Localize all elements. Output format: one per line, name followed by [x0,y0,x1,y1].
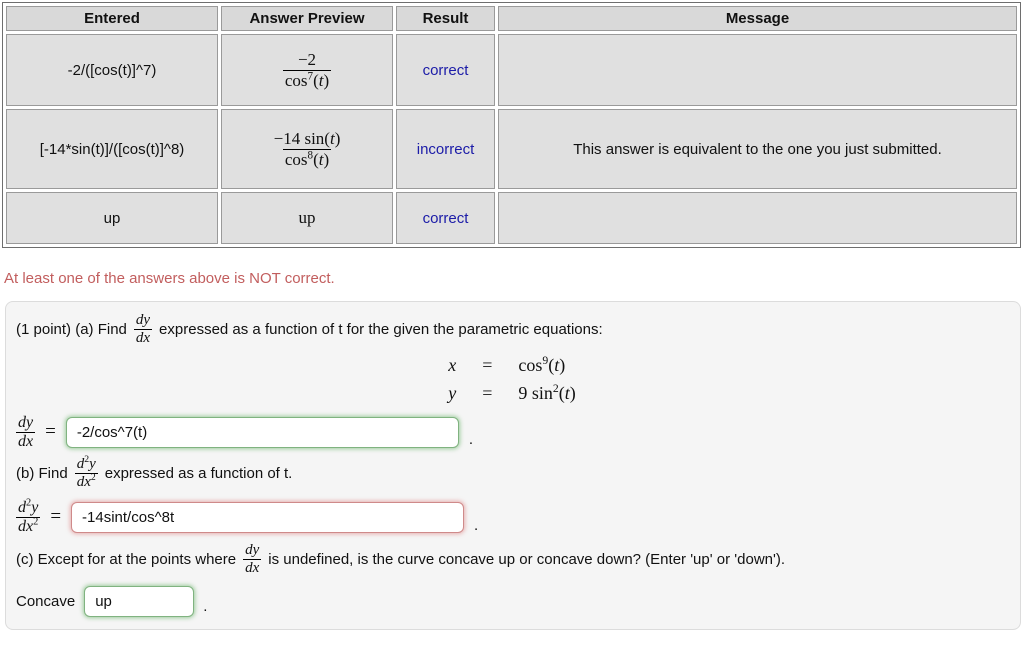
header-result: Result [396,6,495,31]
d2y-dx2-fraction: d2y dx2 [16,497,41,536]
status-alert-text: At least one of the answers above is NOT… [4,270,335,287]
result-cell: correct [396,34,495,106]
part-a-statement: (1 point) (a) Find dy dx expressed as a … [16,312,1008,347]
header-entered: Entered [6,6,218,31]
concave-input[interactable] [84,586,195,618]
preview-text: up [298,208,316,227]
fraction-numerator: d2y [18,497,39,516]
entered-cell: -2/([cos(t)]^7) [6,34,218,106]
equation-y-lhs: y [448,382,457,403]
equals-sign: = [45,421,56,442]
table-row: [-14*sin(t)]/([cos(t)]^8) −14 sin(t) cos… [6,109,1017,189]
fraction-numerator: dy [245,541,260,558]
results-table: Entered Answer Preview Result Message -2… [2,2,1021,248]
header-answer-preview: Answer Preview [221,6,393,31]
equation-x-equals: = [482,354,493,375]
part-a-suffix: expressed as a function of t for the giv… [159,320,603,338]
fraction-numerator: −14 sin(t) [273,129,341,149]
fraction-denominator: cos8(t) [282,148,332,169]
answer-b-line: d2y dx2 = . [16,497,1008,536]
fraction-denominator: dx [16,431,36,450]
fraction-preview: −14 sin(t) cos8(t) [274,129,341,168]
entered-cell: up [6,192,218,244]
answer-b-input[interactable] [71,501,465,533]
message-cell: This answer is equivalent to the one you… [498,109,1017,189]
equation-x-rhs: cos9(t) [518,353,566,375]
result-cell: correct [396,192,495,244]
part-c-statement: (c) Except for at the points where dy dx… [16,542,1008,577]
parametric-equations: x = cos9(t) y = 9 sin2(t) [448,353,576,404]
equals-sign: = [50,506,62,528]
fraction-denominator: dx [133,328,153,346]
table-row: up up correct [6,192,1017,244]
concave-answer-line: Concave . [16,586,1008,618]
answer-a-input[interactable] [65,416,459,448]
fraction-denominator: cos7(t) [282,69,332,90]
entered-cell: [-14*sin(t)]/([cos(t)]^8) [6,109,218,189]
fraction-numerator: −2 [297,50,317,70]
fraction-numerator: d2y [76,454,96,473]
equation-y-equals: = [482,382,493,403]
answer-preview-cell: −2 cos7(t) [221,34,393,106]
message-cell [498,192,1017,244]
part-b-suffix: expressed as a function of t. [104,465,293,483]
part-a-prefix: (1 point) (a) Find [16,320,127,338]
fraction-denominator: dx2 [74,472,98,491]
part-c-prefix: (c) Except for at the points where [16,550,237,568]
problem-panel: (1 point) (a) Find dy dx expressed as a … [5,301,1021,631]
period: . [474,516,479,534]
concave-label: Concave [16,593,76,611]
dy-dx-fraction: dy dx [16,413,36,451]
table-row: -2/([cos(t)]^7) −2 cos7(t) correct [6,34,1017,106]
answer-preview-cell: −14 sin(t) cos8(t) [221,109,393,189]
period: . [203,598,208,616]
equation-y-rhs: 9 sin2(t) [518,381,576,403]
fraction-numerator: dy [135,312,151,328]
part-b-prefix: (b) Find [16,465,68,483]
part-b-statement: (b) Find d2y dx2 expressed as a function… [16,454,1008,491]
answer-preview-cell: up [221,192,393,244]
d2y-dx2-fraction: d2y dx2 [74,454,98,491]
equation-x-lhs: x [448,354,457,375]
fraction-denominator: dx [243,558,262,576]
message-cell [498,34,1017,106]
result-cell: incorrect [396,109,495,189]
fraction-preview: −2 cos7(t) [282,50,332,90]
header-message: Message [498,6,1017,31]
results-header-row: Entered Answer Preview Result Message [6,6,1017,31]
answer-a-line: dy dx = . [16,414,1008,451]
part-c-suffix: is undefined, is the curve concave up or… [268,550,786,568]
fraction-denominator: dx2 [16,516,41,535]
dy-dx-fraction: dy dx [133,312,153,347]
dy-dx-fraction: dy dx [243,541,262,577]
fraction-numerator: dy [18,413,34,431]
period: . [468,431,473,449]
